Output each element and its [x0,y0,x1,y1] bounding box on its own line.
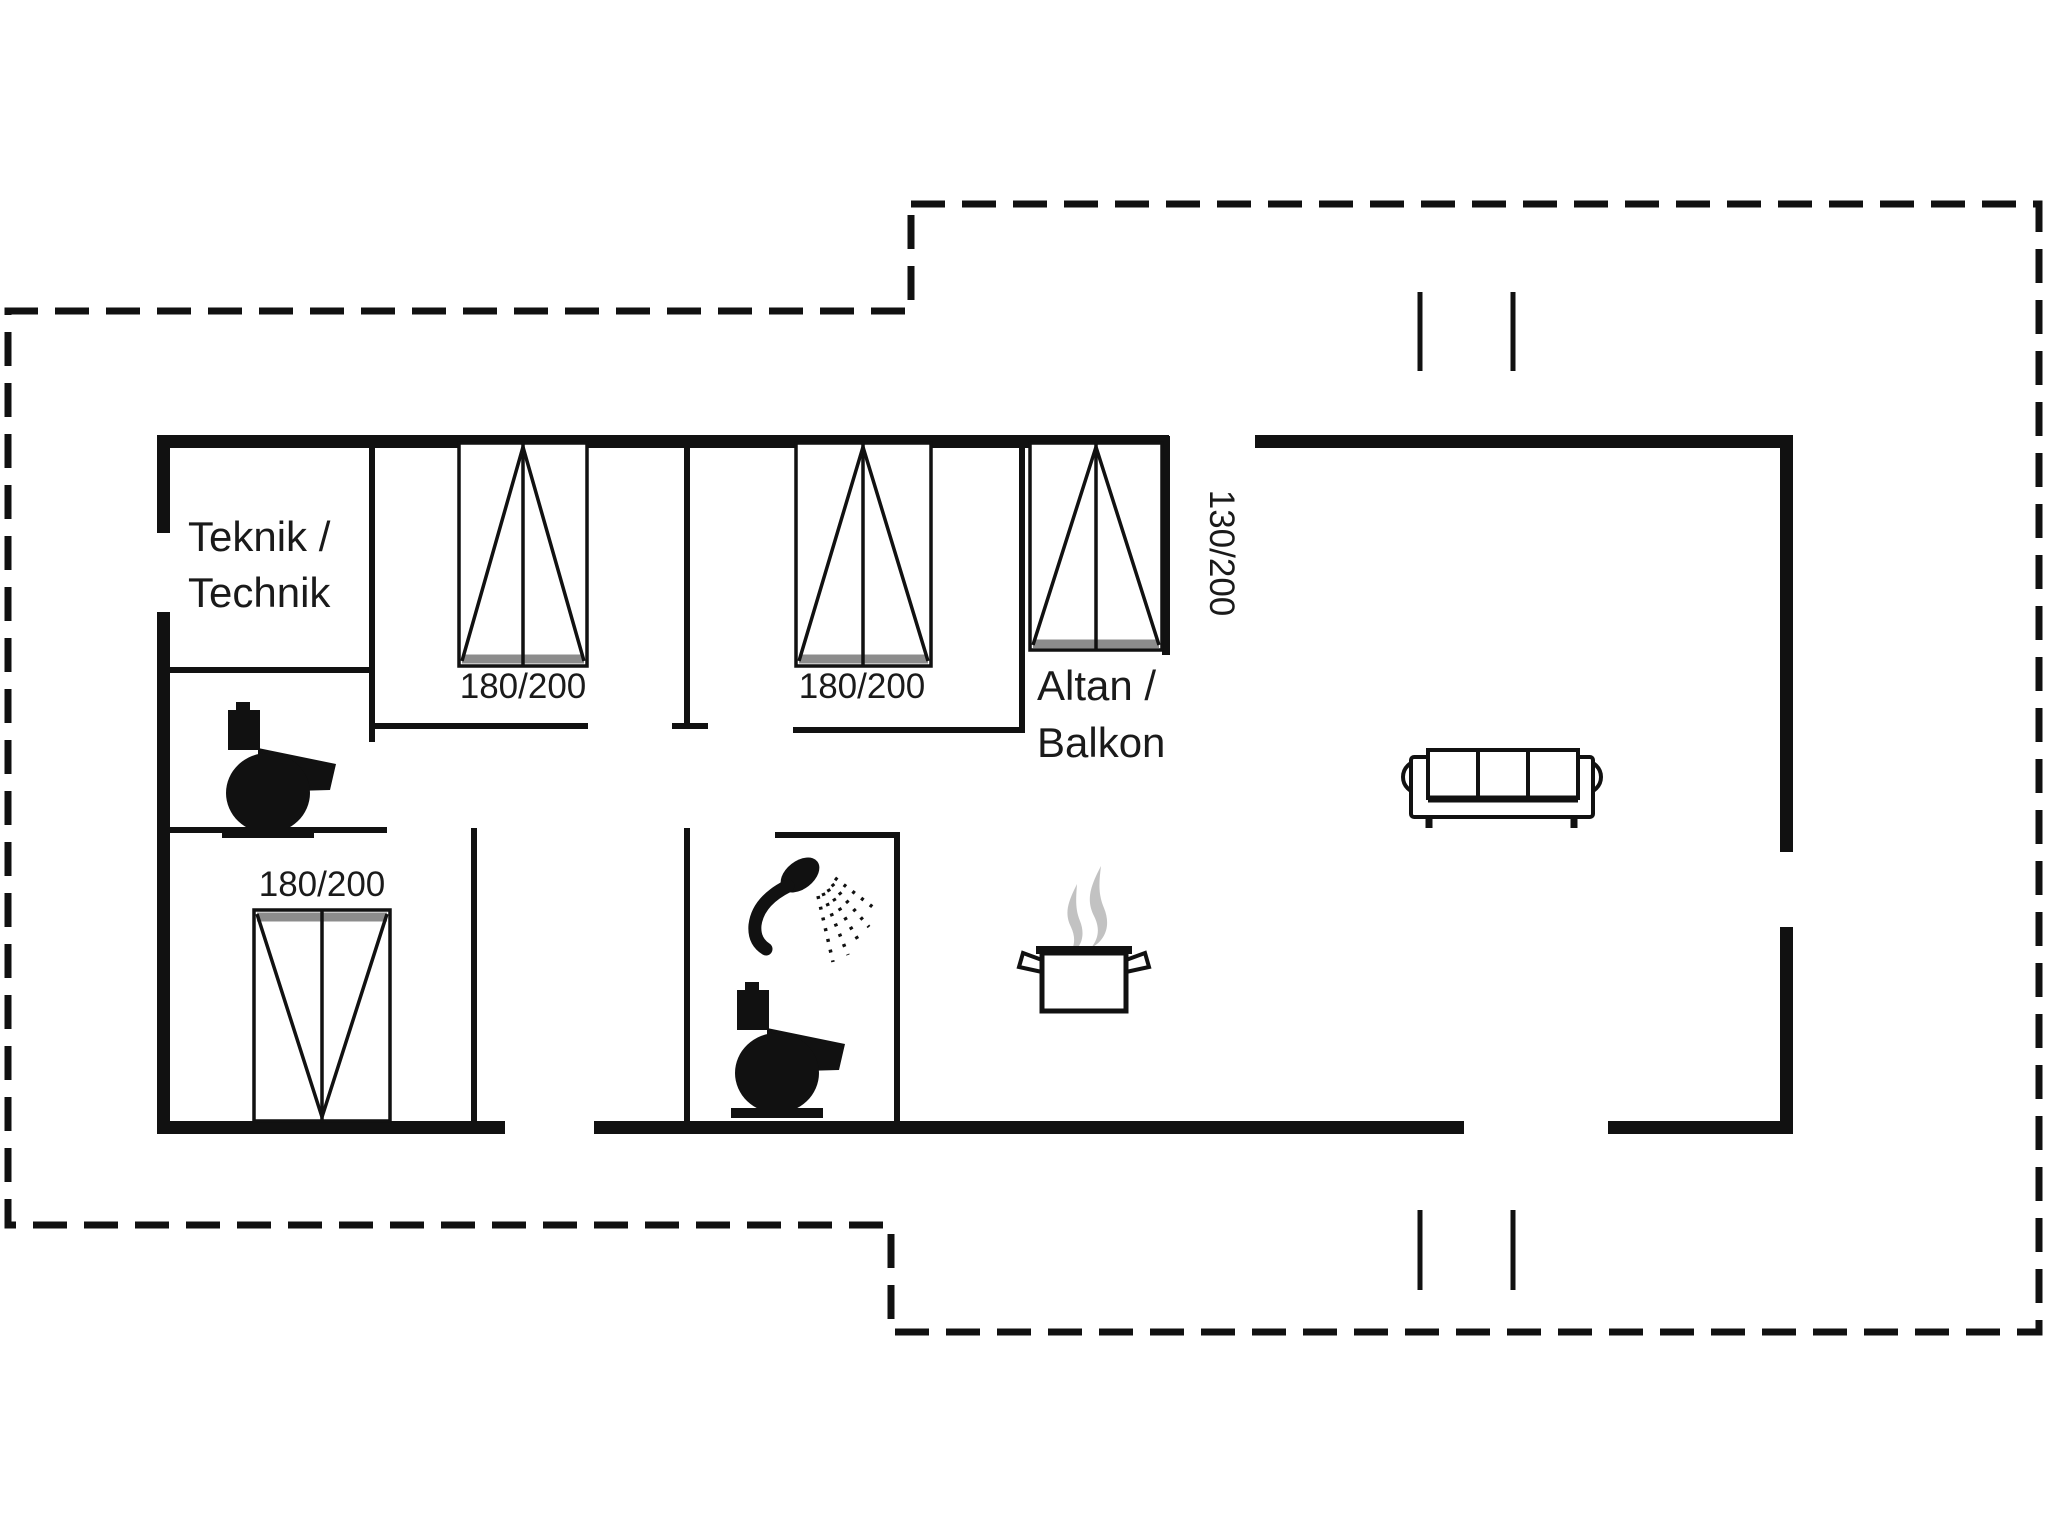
wall-bedroom2-right-bottom [793,436,1025,733]
wall-left-bottom [157,612,505,1134]
double-bed-symbol [457,441,589,668]
toilet-icon [222,702,336,838]
toilet-icon [731,982,845,1118]
bed-duvet-line [797,446,930,662]
terrace-dashed-outline [4,200,2043,1336]
bed-size-labels: 180/200 180/200 130/200 180/200 [259,490,1241,904]
bed-duvet-line [1031,446,1161,646]
steam [1067,884,1083,956]
wall-bottom-right [1608,927,1793,1134]
room-labels: Teknik / Technik Altan / Balkon [188,513,1165,766]
shower-icon [748,857,876,963]
steam [1089,866,1108,948]
wall-top-right [1255,435,1793,852]
wall-bathroom-top-right [775,832,900,1127]
double-bed-symbol [794,441,933,668]
double-bed-symbol [252,908,392,1123]
terrace-boundary [4,200,2043,1336]
sofa-icon [1401,748,1603,828]
bed-duvet-line [460,446,586,662]
cooking-pot-icon [1016,866,1152,1014]
bed-size-label: 180/200 [799,667,926,706]
balcony-label-line1: Altan / [1037,662,1156,709]
bed-size-label: 180/200 [460,667,587,706]
technic-room-label-line1: Teknik / [188,513,331,560]
bed-size-label: 180/200 [259,865,386,904]
small-double-bed-symbol [1028,441,1164,652]
bed-size-label-rotated: 130/200 [1202,490,1241,617]
terrace-entry-marks [1417,292,1516,1290]
balcony-label-line2: Balkon [1037,719,1165,766]
technic-room-label-line2: Technik [188,569,331,616]
bed-duvet-line [255,913,389,1118]
